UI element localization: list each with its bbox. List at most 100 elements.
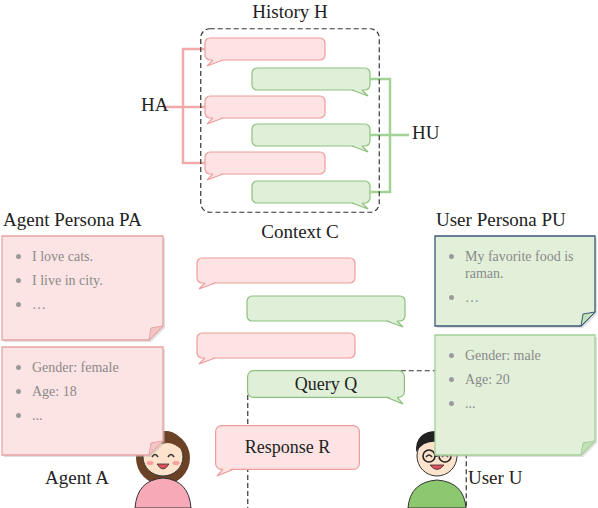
box-heading: Agent Persona PA	[3, 209, 142, 231]
bullet-list: Gender: femaleAge: 18...	[2, 347, 163, 424]
agent-bubble	[197, 258, 355, 283]
note-body	[2, 347, 163, 455]
context-box: Query QContext C	[190, 248, 410, 408]
bullet-dot	[449, 295, 454, 300]
bubble-tail	[207, 59, 223, 66]
eyes	[152, 455, 174, 458]
bullet-dot	[16, 278, 21, 283]
persona-text: …	[32, 297, 46, 312]
persona-text: Gender: male	[465, 348, 541, 363]
persona-text: ...	[32, 408, 43, 423]
agent-bubble	[205, 152, 325, 174]
persona-text: I live in city.	[32, 273, 103, 288]
bullet-list	[200, 28, 380, 40]
bracket-line	[165, 49, 205, 163]
note-fold	[581, 441, 595, 455]
bubble-tail	[352, 90, 368, 96]
shirt	[408, 480, 466, 508]
bullet-list: I love cats. I live in city. …	[2, 236, 163, 313]
cheek	[173, 461, 180, 465]
persona-text: I love cats.	[32, 249, 93, 264]
bubble-body	[216, 426, 360, 470]
user-history-bracket	[370, 79, 409, 192]
box-heading: Context C	[190, 221, 410, 243]
bullet-item: ...	[435, 395, 587, 412]
bubble-tail	[352, 146, 368, 152]
bullet-dot	[16, 413, 21, 418]
agent-persona-note: Agent Persona PAI love cats.I live in ci…	[2, 236, 163, 340]
bullet-dot	[16, 254, 21, 259]
persona-text: Gender: female	[32, 360, 119, 375]
note-body	[435, 236, 595, 326]
shirt	[135, 478, 191, 508]
bullet-dot	[16, 365, 21, 370]
bullet-dot	[449, 377, 454, 382]
agent-bubble	[205, 96, 325, 118]
bullet-dot	[16, 389, 21, 394]
query-bubble: Query Q	[247, 370, 405, 398]
history-box: History H	[200, 28, 380, 213]
bubble-text: Query Q	[247, 370, 405, 398]
bubble-tail	[352, 89, 368, 96]
bubble-tail	[207, 118, 223, 124]
bubble-tail	[207, 60, 223, 66]
user-profile-note: Gender: maleAge: 20...	[435, 335, 595, 455]
agent-bubble	[205, 38, 325, 60]
persona-text: My favorite food is raman.	[465, 249, 573, 281]
persona-text: ...	[465, 396, 476, 411]
bubble-body	[248, 371, 405, 398]
speaker-label: Agent A	[45, 467, 109, 489]
bubble-tail	[387, 397, 403, 404]
context-bubbles	[197, 258, 405, 364]
note-body	[2, 236, 163, 340]
note-body	[435, 335, 595, 455]
note-fold	[149, 326, 163, 340]
bubble-tail	[199, 282, 215, 289]
persona-text: Age: 18	[32, 384, 77, 399]
bubble-tail	[387, 320, 403, 327]
bullet-list	[190, 248, 410, 260]
bubble-tail	[387, 321, 403, 327]
user-bubble	[247, 296, 405, 321]
user-bubble	[252, 181, 370, 203]
bullet-item: ...	[2, 407, 155, 424]
bullet-item: …	[2, 296, 155, 313]
bullet-item: Age: 18	[2, 383, 155, 400]
bullet-item: Gender: male	[435, 347, 587, 364]
bubble-tail	[207, 117, 223, 124]
bullet-list: My favorite food is raman. …	[435, 236, 595, 306]
dashed-border	[201, 29, 380, 213]
bullet-item: I live in city.	[2, 272, 155, 289]
note-fold	[581, 312, 595, 326]
bubble-tail	[207, 173, 223, 180]
box-heading: History H	[200, 1, 380, 23]
bullet-item: My favorite food is raman.	[435, 248, 587, 282]
history-label: HA	[141, 94, 168, 116]
bubble-tail	[352, 203, 368, 209]
node-outline	[200, 28, 380, 213]
note-fold	[149, 441, 163, 455]
bubble-tail	[217, 468, 233, 476]
bracket-line	[370, 79, 409, 192]
agent-bubble	[197, 333, 355, 358]
mouth	[157, 464, 169, 469]
bubble-tail	[352, 202, 368, 209]
history-bubbles	[205, 38, 370, 209]
bullet-item: …	[435, 289, 587, 306]
persona-text: …	[465, 290, 479, 305]
bubble-tail	[199, 283, 215, 289]
bubble-tail	[352, 145, 368, 152]
mouth	[430, 465, 444, 470]
persona-text: Age: 20	[465, 372, 510, 387]
box-heading: User Persona PU	[436, 209, 566, 231]
user-bubble	[252, 124, 370, 146]
bullet-item: Age: 20	[435, 371, 587, 388]
bubble-tail	[207, 174, 223, 180]
bullet-item: Gender: female	[2, 359, 155, 376]
bullet-item: I love cats.	[2, 248, 155, 265]
speaker-label: User U	[468, 467, 522, 489]
bubble-tail	[387, 396, 403, 404]
bubble-text: Response R	[215, 425, 360, 470]
user-bubble	[252, 68, 370, 90]
